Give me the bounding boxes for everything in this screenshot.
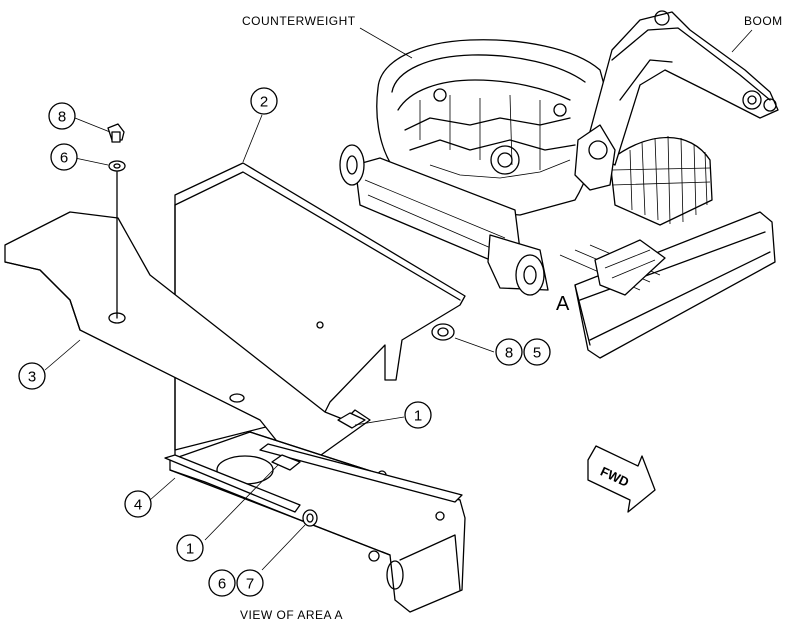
counterweight-label: COUNTERWEIGHT	[242, 14, 356, 28]
svg-text:8: 8	[58, 109, 66, 126]
counterweight-leader	[359, 27, 413, 59]
forward-arrow-icon: FWD	[587, 445, 656, 513]
strip-part-1	[259, 412, 463, 503]
bolt-washer-top	[107, 123, 126, 319]
svg-text:7: 7	[246, 576, 254, 593]
svg-text:2: 2	[260, 94, 268, 111]
callout-1-lower: 1	[176, 534, 204, 562]
svg-text:6: 6	[218, 576, 226, 593]
callout-1-right: 1	[404, 401, 432, 429]
svg-text:6: 6	[60, 150, 68, 167]
callout-3: 3	[18, 362, 46, 390]
callout-6-bottom: 6	[208, 569, 236, 597]
callout-2: 2	[250, 87, 278, 115]
callout-4: 4	[124, 490, 152, 518]
callout-5-right: 5	[523, 338, 551, 366]
callout-leaders	[44, 114, 495, 571]
callout-6-top: 6	[50, 143, 78, 171]
svg-text:5: 5	[533, 345, 541, 362]
svg-text:8: 8	[505, 345, 513, 362]
boom-leader	[731, 29, 753, 53]
nut-washer-lower	[302, 509, 318, 527]
boom-label: BOOM	[744, 14, 783, 28]
svg-text:1: 1	[186, 541, 194, 558]
svg-text:3: 3	[28, 369, 36, 386]
callout-8-right: 8	[495, 338, 523, 366]
svg-text:1: 1	[414, 408, 422, 425]
plate-part-3	[4, 211, 371, 471]
svg-text:4: 4	[134, 497, 142, 514]
view-caption: VIEW OF AREA A	[240, 608, 343, 622]
area-a-label: A	[556, 293, 570, 315]
callout-8-top: 8	[48, 102, 76, 130]
callout-7-bottom: 7	[236, 569, 264, 597]
excavator-illustration	[339, 10, 779, 359]
